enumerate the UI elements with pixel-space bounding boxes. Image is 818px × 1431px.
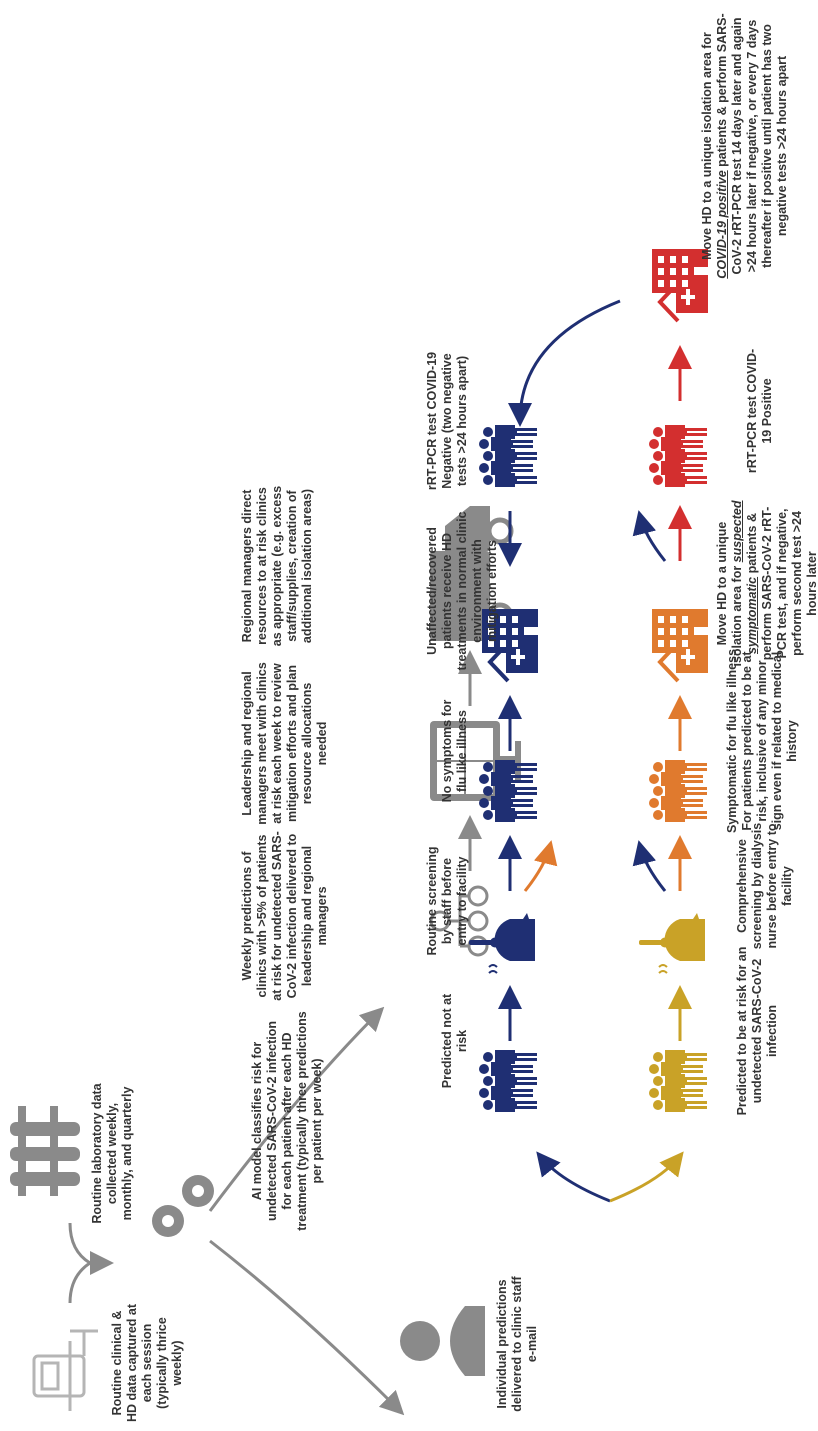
arrow-navy-branch: [632, 840, 667, 892]
people-symptomatic: [649, 760, 707, 822]
label-step4: Individual predictions delivered to clin…: [495, 1276, 539, 1412]
label-unaffected: Unaffected/recovered patients receive HD…: [425, 511, 499, 671]
people-no-symptoms: [479, 760, 537, 822]
return-arrow: [508, 299, 621, 427]
people-at-risk: [649, 1050, 707, 1112]
doctor-icon: [400, 1306, 485, 1376]
label-step2: Routine laboratory data collected weekly…: [90, 1083, 134, 1224]
branch-navy: [536, 1151, 611, 1203]
gears-icon: [152, 1175, 214, 1237]
label-predicted-not: Predicted not at risk: [440, 993, 469, 1089]
people-positive: [649, 425, 707, 487]
head-thermometer-navy-icon: [468, 912, 536, 974]
label-step6: Leadership and regional managers meet wi…: [240, 662, 329, 825]
symptomatic-title: Symptomatic for flu like illness: [725, 648, 739, 834]
label-move-b: Move HD to a unique isolation area for C…: [700, 11, 790, 281]
hospital-orange-icon: [650, 607, 710, 683]
head-thermometer-gold-icon: [638, 912, 706, 974]
move-b-em: COVID-19 positive: [715, 170, 729, 279]
lab-tubes-icon: [10, 1106, 80, 1196]
hd-machine-icon: [32, 1329, 98, 1411]
label-positive: rRT-PCR test COVID-19 Positive: [745, 348, 774, 474]
label-no-symptoms: No symptoms for flu like illness: [440, 699, 469, 803]
curve-to-doctor: [209, 1239, 405, 1416]
label-move-a: Move HD to a unique isolation area for s…: [715, 496, 818, 671]
org-chart-icon: [429, 885, 489, 957]
move-b-text: Move HD to a unique isolation area for: [700, 32, 714, 260]
symptomatic-note: For patients predicted to be at risk, in…: [740, 651, 799, 831]
merge-arrow: [68, 1222, 108, 1304]
label-step7: Regional managers direct resources to at…: [240, 485, 314, 647]
people-not-at-risk: [479, 1050, 537, 1112]
label-negative: rRT-PCR test COVID-19 Negative (two nega…: [425, 351, 469, 491]
curve-to-org: [208, 1006, 385, 1212]
arrow-orange-branch: [523, 840, 558, 892]
label-routine-screen: Routine screening by staff before entry …: [425, 846, 469, 956]
label-step5: Weekly predictions of clinics with >5% o…: [240, 831, 329, 1001]
branch-gold: [609, 1151, 684, 1203]
label-step1: Routine clinical & HD data captured at e…: [110, 1303, 184, 1423]
people-negative: [479, 425, 537, 487]
label-predicted-risk: Predicted to be at risk for an undetecte…: [735, 946, 779, 1116]
arrow-navy-up: [632, 510, 667, 562]
label-symptomatic: Symptomatic for flu like illness For pat…: [725, 646, 800, 836]
label-step3: AI model classifies risk for undetected …: [250, 1011, 324, 1231]
